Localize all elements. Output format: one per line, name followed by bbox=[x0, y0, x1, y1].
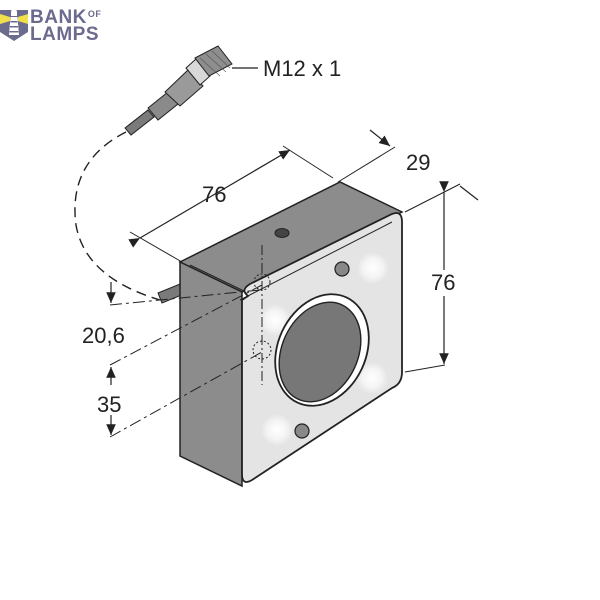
dim-line-width-top bbox=[128, 149, 291, 248]
logo-bank: BANK bbox=[30, 7, 87, 28]
m12-connector bbox=[124, 45, 258, 136]
dim-width-top-label: 76 bbox=[202, 182, 227, 207]
screw-bottom bbox=[294, 423, 310, 439]
lighthouse-icon bbox=[0, 8, 28, 41]
logo-of: OF bbox=[87, 9, 102, 19]
lens bbox=[278, 301, 362, 403]
screw-top bbox=[334, 261, 350, 277]
housing-side bbox=[179, 260, 243, 488]
logo-wordmark: BANKOF LAMPS bbox=[30, 6, 102, 45]
dim-offset-upper-label: 20,6 bbox=[82, 323, 125, 348]
logo-lamps: LAMPS bbox=[30, 24, 99, 45]
cable-path bbox=[74, 131, 161, 301]
dim-depth-label: 29 bbox=[406, 150, 431, 175]
screw-housing-top bbox=[274, 228, 290, 238]
bank-of-lamps-logo: BANKOF LAMPS bbox=[0, 2, 110, 44]
dim-offset-lower-label: 35 bbox=[97, 392, 122, 417]
connector-label: M12 x 1 bbox=[263, 56, 342, 81]
led-bottom-left bbox=[261, 414, 293, 446]
led-bottom-right bbox=[356, 362, 388, 394]
led-top-right bbox=[357, 252, 389, 284]
dim-height-label: 76 bbox=[431, 270, 456, 296]
